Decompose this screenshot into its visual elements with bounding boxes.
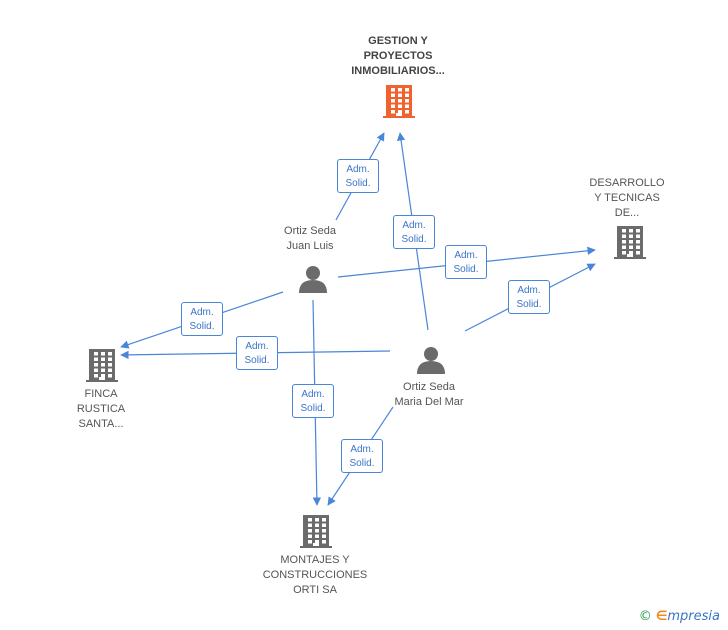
node-label-line: FINCA <box>84 388 118 400</box>
node-label-montajes[interactable]: MONTAJES Y CONSTRUCCIONES ORTI SA <box>245 553 385 598</box>
role-badge[interactable]: Adm. Solid. <box>292 384 334 418</box>
node-label-line: DE... <box>614 207 640 219</box>
node-label-line: DESARROLLO <box>589 177 665 189</box>
node-label-line: INMOBILIARIOS... <box>351 65 445 77</box>
role-text: Solid. <box>401 234 427 245</box>
node-label-line: MONTAJES Y <box>280 554 350 566</box>
role-text: Adm. <box>350 444 374 455</box>
role-text: Solid. <box>516 299 542 310</box>
building-icon <box>383 85 415 118</box>
brand-logo-letter: ∈ <box>655 609 668 624</box>
node-label-line: RUSTICA <box>76 403 126 415</box>
footer-brand[interactable]: ©∈mpresia <box>639 609 720 624</box>
node-label-line: Y TECNICAS <box>594 192 660 204</box>
role-text: Adm. <box>517 285 541 296</box>
node-label-finca[interactable]: FINCA RUSTICA SANTA... <box>51 387 151 432</box>
role-text: Solid. <box>244 355 270 366</box>
role-text: Adm. <box>190 307 214 318</box>
copyright-icon: © <box>638 609 652 624</box>
role-text: Adm. <box>454 250 478 261</box>
role-badge[interactable]: Adm. Solid. <box>445 245 487 279</box>
brand-name: mpresia <box>667 609 720 624</box>
role-text: Solid. <box>349 458 375 469</box>
role-text: Solid. <box>453 264 479 275</box>
person-icon <box>417 347 445 374</box>
building-icon <box>86 349 118 382</box>
role-text: Solid. <box>300 403 326 414</box>
role-text: Adm. <box>402 220 426 231</box>
role-badge[interactable]: Adm. Solid. <box>236 336 278 370</box>
role-badge[interactable]: Adm. Solid. <box>508 280 550 314</box>
role-text: Adm. <box>346 164 370 175</box>
building-icon <box>614 226 646 259</box>
role-badge[interactable]: Adm. Solid. <box>393 215 435 249</box>
node-label-line: CONSTRUCCIONES <box>262 569 368 581</box>
node-icons <box>86 85 646 548</box>
role-text: Adm. <box>245 341 269 352</box>
role-text: Solid. <box>345 178 371 189</box>
node-label-line: GESTION Y <box>368 35 428 47</box>
node-label-line: Ortiz Seda <box>403 381 455 393</box>
node-label-line: SANTA... <box>78 418 124 430</box>
node-label-line: ORTI SA <box>293 584 337 596</box>
building-icon <box>300 515 332 548</box>
node-label-line: Maria Del Mar <box>394 396 464 408</box>
node-label-desarrollo[interactable]: DESARROLLO Y TECNICAS DE... <box>572 176 682 221</box>
node-label-line: Ortiz Seda <box>284 225 336 237</box>
node-label-line: Juan Luis <box>286 240 334 252</box>
node-label-gestion[interactable]: GESTION Y PROYECTOS INMOBILIARIOS... <box>328 34 468 79</box>
role-badge[interactable]: Adm. Solid. <box>341 439 383 473</box>
role-text: Adm. <box>301 389 325 400</box>
node-label-line: PROYECTOS <box>363 50 433 62</box>
role-badge[interactable]: Adm. Solid. <box>337 159 379 193</box>
person-icon <box>299 266 327 293</box>
role-badge[interactable]: Adm. Solid. <box>181 302 223 336</box>
role-text: Solid. <box>189 321 215 332</box>
